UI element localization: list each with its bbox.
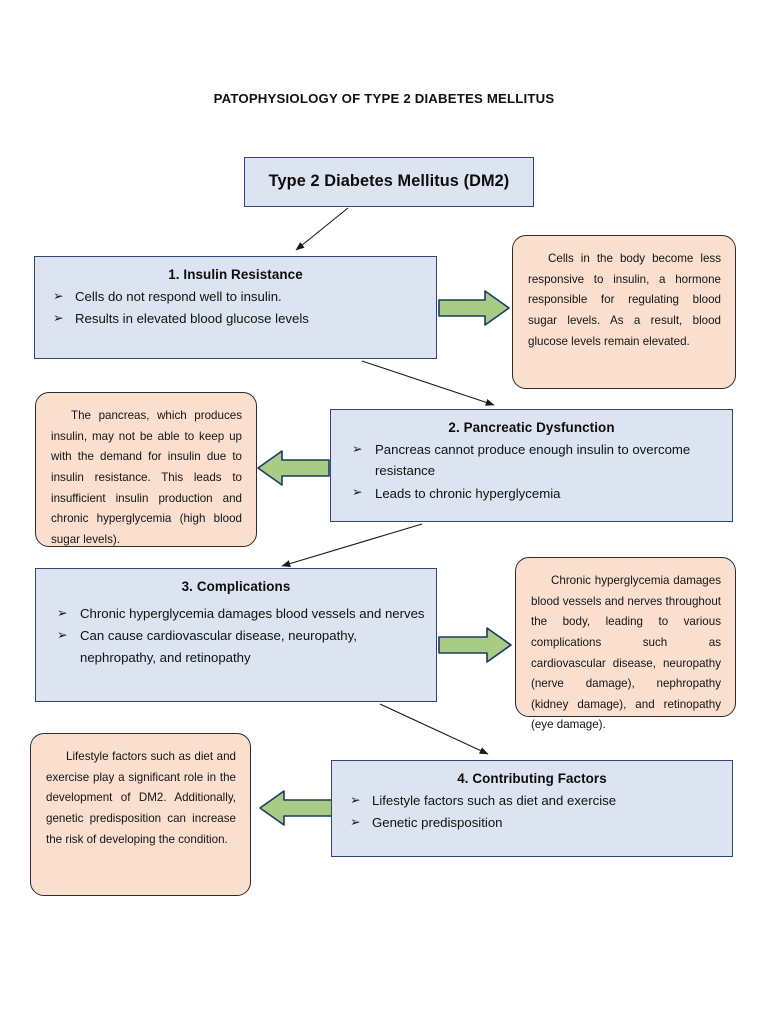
list-item: ➢ Results in elevated blood glucose leve…	[45, 308, 426, 329]
node-step4-heading: 4. Contributing Factors	[457, 771, 607, 786]
node-step2-heading: 2. Pancreatic Dysfunction	[448, 420, 615, 435]
connector-step2-to-step3	[272, 522, 424, 572]
arrow-bullet-icon: ➢	[57, 627, 68, 642]
node-step1: 1. Insulin Resistance ➢Cells do not resp…	[34, 256, 437, 359]
note-step1: Cells in the body become less responsive…	[512, 235, 736, 389]
node-step2: 2. Pancreatic Dysfunction ➢Pancreas cann…	[330, 409, 733, 522]
arrow-bullet-icon: ➢	[352, 485, 363, 500]
arrow-bullet-icon: ➢	[352, 441, 363, 456]
list-item: ➢Chronic hyperglycemia damages blood ves…	[46, 603, 426, 624]
list-item: ➢Cells do not respond well to insulin.	[45, 286, 426, 307]
node-step3: 3. Complications ➢Chronic hyperglycemia …	[35, 568, 437, 702]
node-step2-bullet-list: ➢Pancreas cannot produce enough insulin …	[341, 439, 722, 504]
list-item: ➢Leads to chronic hyperglycemia	[341, 483, 722, 504]
list-item: ➢Pancreas cannot produce enough insulin …	[341, 439, 722, 482]
connector-step3-to-step4	[378, 702, 498, 762]
node-step1-heading: 1. Insulin Resistance	[168, 267, 303, 282]
node-step4-bullet-list: ➢Lifestyle factors such as diet and exer…	[342, 790, 722, 834]
note-step3: Chronic hyperglycemia damages blood vess…	[515, 557, 736, 731]
note-step2-text: The pancreas, which produces insulin, ma…	[51, 409, 242, 546]
arrow-bullet-icon: ➢	[53, 310, 64, 325]
node-step3-bullet-list: ➢Chronic hyperglycemia damages blood ves…	[46, 603, 426, 668]
note-step1-text: Cells in the body become less responsive…	[528, 252, 721, 348]
green-arrow-right-step1	[437, 288, 512, 328]
green-arrow-right-step3	[437, 625, 515, 665]
arrow-bullet-icon: ➢	[57, 605, 68, 620]
arrow-bullet-icon: ➢	[350, 814, 361, 829]
connector-step1-to-step2	[360, 359, 502, 411]
page-title: PATOPHYSIOLOGY OF TYPE 2 DIABETES MELLIT…	[213, 91, 555, 106]
green-arrow-left-step2	[253, 448, 331, 488]
list-item: ➢Lifestyle factors such as diet and exer…	[342, 790, 722, 811]
node-root: Type 2 Diabetes Mellitus (DM2)	[244, 157, 534, 207]
arrow-bullet-icon: ➢	[53, 288, 64, 303]
arrow-bullet-icon: ➢	[350, 792, 361, 807]
node-step3-heading: 3. Complications	[181, 579, 291, 594]
note-step3-text: Chronic hyperglycemia damages blood vess…	[531, 574, 721, 732]
note-step4: Lifestyle factors such as diet and exerc…	[30, 733, 251, 896]
green-arrow-left-step4	[255, 788, 335, 828]
note-step2: The pancreas, which produces insulin, ma…	[35, 392, 257, 547]
note-step4-text: Lifestyle factors such as diet and exerc…	[46, 750, 236, 846]
connector-root-to-step1	[290, 207, 350, 255]
list-item: ➢Can cause cardiovascular disease, neuro…	[46, 625, 426, 668]
node-root-label: Type 2 Diabetes Mellitus (DM2)	[268, 172, 510, 190]
list-item: ➢ Genetic predisposition	[342, 812, 722, 833]
node-step4: 4. Contributing Factors ➢Lifestyle facto…	[331, 760, 733, 857]
node-step1-bullet-list: ➢Cells do not respond well to insulin. ➢…	[45, 286, 426, 330]
